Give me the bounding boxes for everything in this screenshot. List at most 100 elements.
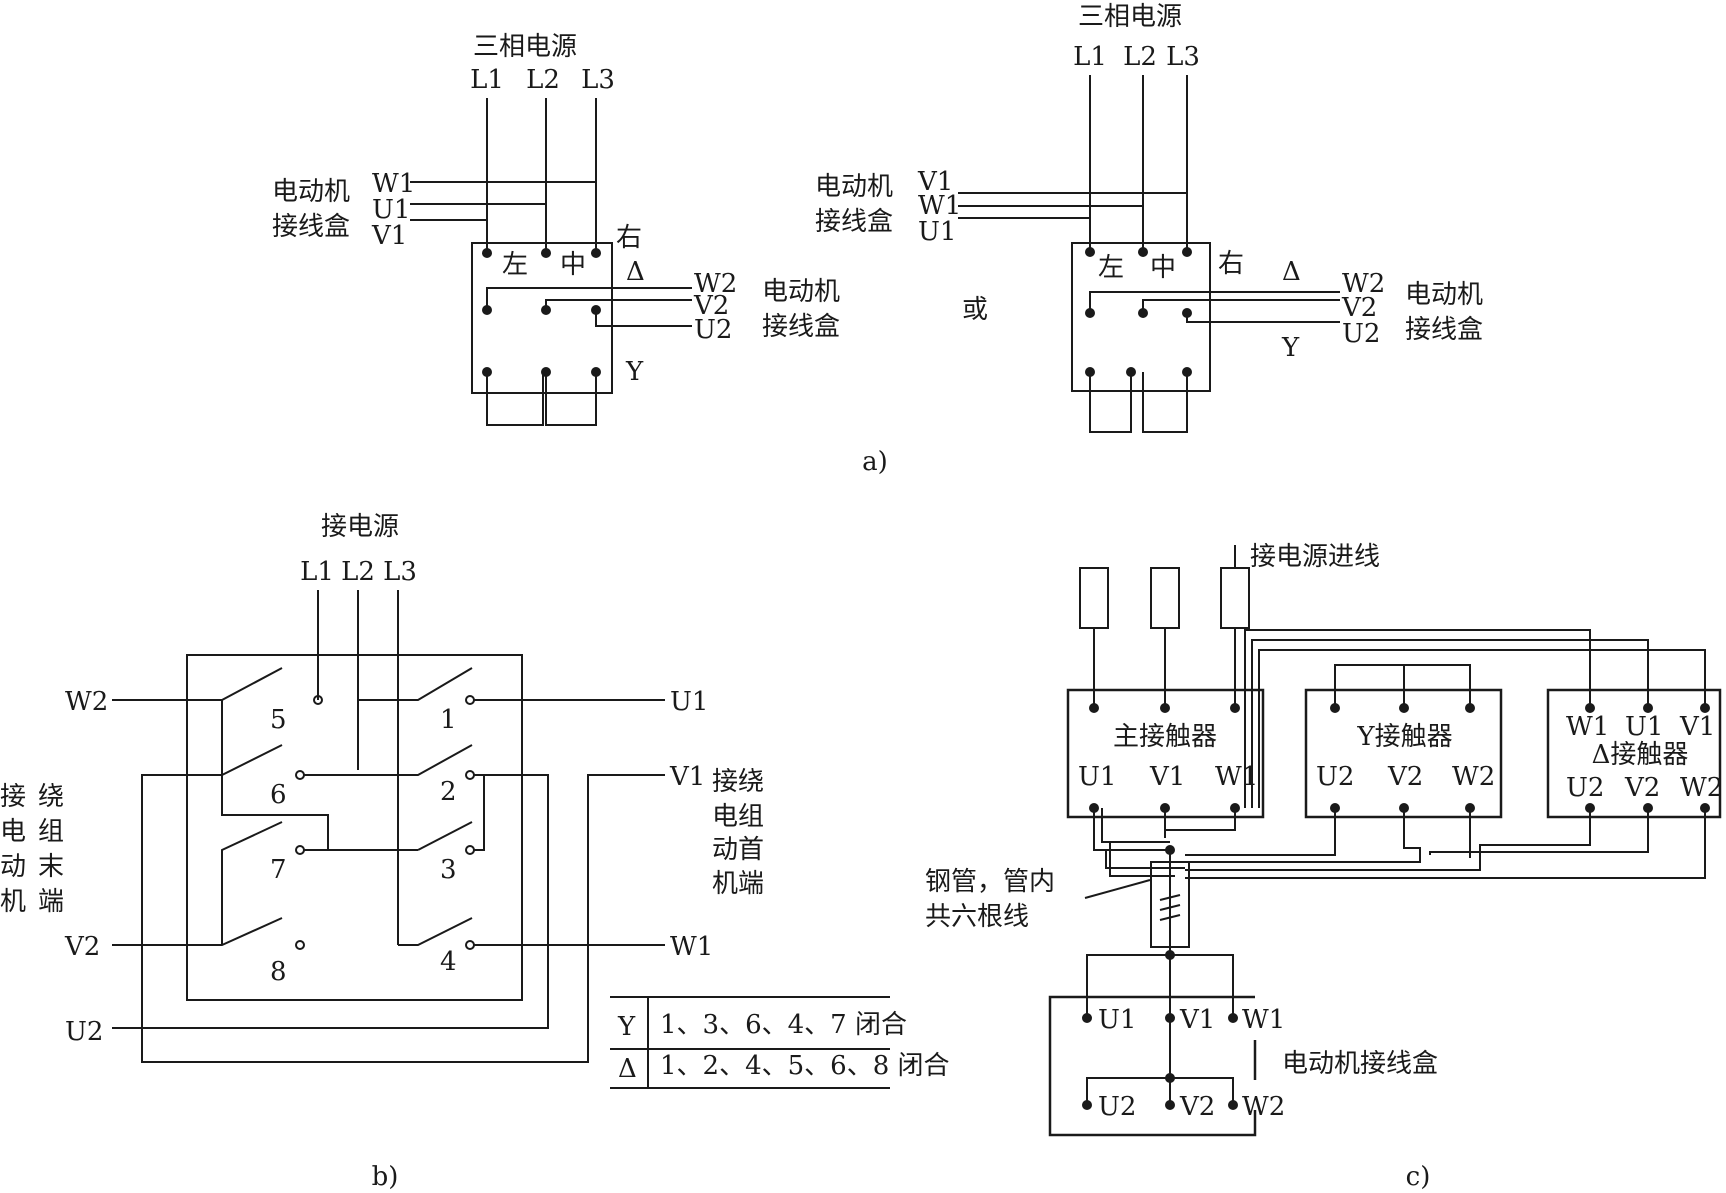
out-label-line1: 电动机 xyxy=(762,277,840,307)
box-label-line1: 电动机 xyxy=(272,177,350,207)
term-v2: V2 xyxy=(64,932,100,962)
phase-l1: L1 xyxy=(1073,42,1107,72)
delta-term-u1: U1 xyxy=(1625,712,1663,742)
v1-loop xyxy=(141,774,665,1063)
or-text: 或 xyxy=(962,295,988,325)
main-term-v1: V1 xyxy=(1149,762,1185,792)
delta-term-w1: W1 xyxy=(1566,712,1609,742)
svg-text:组: 组 xyxy=(38,817,64,847)
box-label-line2: 接线盒 xyxy=(272,212,350,242)
phase-l3: L3 xyxy=(1166,42,1200,72)
panel-c-dots xyxy=(1082,703,1710,1110)
out-term-w2: W2 xyxy=(1342,269,1385,299)
term-u1: U1 xyxy=(670,687,708,717)
term-v1: V1 xyxy=(669,762,705,792)
table-row-star-text: 1、3、6、4、7 闭合 xyxy=(660,1010,907,1040)
delta-term-v1: V1 xyxy=(1679,712,1715,742)
in-term-u1: U1 xyxy=(918,217,956,247)
motor-term-v2: V2 xyxy=(1179,1092,1215,1122)
motor-term-v1: V1 xyxy=(1179,1005,1215,1035)
phase-l2: L2 xyxy=(526,65,560,95)
svg-text:末: 末 xyxy=(38,852,64,882)
out-label-line2: 接线盒 xyxy=(762,312,840,342)
motor-term-w2: W2 xyxy=(1242,1092,1285,1122)
panel-a-left: 三相电源 L1 L2 L3 电动机 接线盒 W1 U1 V1 左 中 右 Δ Y… xyxy=(272,32,840,426)
out-term-v2: V2 xyxy=(1341,293,1377,323)
phase-l1: L1 xyxy=(300,557,334,587)
terminal-dots xyxy=(482,248,601,377)
svg-text:绕: 绕 xyxy=(38,782,64,812)
pos-right: 右 xyxy=(616,223,642,253)
table-row-delta-symbol: Δ xyxy=(618,1054,637,1084)
pipe-leader xyxy=(1084,879,1151,899)
delta-term-u2: U2 xyxy=(1566,773,1604,803)
switch-6: 6 xyxy=(270,780,287,810)
switch-7: 7 xyxy=(270,855,287,885)
star-term-v2: V2 xyxy=(1387,762,1423,792)
svg-text:电组: 电组 xyxy=(712,802,764,832)
switch-3: 3 xyxy=(440,855,457,885)
svg-text:动: 动 xyxy=(0,852,26,882)
delta-symbol: Δ xyxy=(626,257,645,287)
out-term-w2: W2 xyxy=(694,269,737,299)
term-w2: W2 xyxy=(65,687,108,717)
caption-a: a) xyxy=(862,447,888,477)
right-vertical-label: 接绕 电组 动首 机端 xyxy=(712,767,764,899)
phase-wires xyxy=(486,98,597,253)
in-term-u1: U1 xyxy=(372,195,410,225)
star-symbol: Y xyxy=(1281,333,1300,363)
main-term-u1: U1 xyxy=(1078,762,1116,792)
pipe-label-line2: 共六根线 xyxy=(925,902,1029,932)
star-bridge xyxy=(1334,664,1471,708)
box-label-line1: 电动机 xyxy=(815,172,893,202)
table-row-star-symbol: Y xyxy=(617,1012,636,1042)
supply-label: 三相电源 xyxy=(473,32,577,62)
caption-c: c) xyxy=(1406,1162,1431,1192)
delta-contactor-title: Δ接触器 xyxy=(1592,740,1689,770)
right-switches xyxy=(358,667,665,950)
supply-label: 接电源 xyxy=(321,512,399,542)
out-term-u2: U2 xyxy=(1342,319,1380,349)
motor-out-wires xyxy=(486,287,692,327)
star-term-w2: W2 xyxy=(1452,762,1495,792)
pos-left: 左 xyxy=(502,250,528,280)
supply-label: 三相电源 xyxy=(1078,2,1182,32)
panel-c: 接电源进线 主接触器 U1 V1 W1 Y接触器 U2 V2 W2 W1 U1 … xyxy=(925,542,1723,1192)
panel-a-right: 三相电源 L1 L2 L3 电动机 接线盒 V1 W1 U1 左 中 右 Δ Y… xyxy=(815,2,1483,433)
delta-contactor xyxy=(1546,688,1722,819)
motor-box-label: 电动机接线盒 xyxy=(1282,1049,1438,1079)
phase-l3: L3 xyxy=(383,557,417,587)
table-row-delta-text: 1、2、4、5、6、8 闭合 xyxy=(660,1051,950,1081)
motor-term-u2: U2 xyxy=(1098,1092,1136,1122)
delta-top-cables xyxy=(1244,629,1706,808)
svg-text:接: 接 xyxy=(0,782,26,812)
out-label-line2: 接线盒 xyxy=(1405,315,1483,345)
switch-2: 2 xyxy=(440,777,457,807)
main-contactor-title: 主接触器 xyxy=(1113,722,1217,752)
phase-wires xyxy=(317,590,399,945)
out-term-v2: V2 xyxy=(693,291,729,321)
pos-mid: 中 xyxy=(1150,253,1176,283)
term-u2: U2 xyxy=(65,1017,103,1047)
supply-label: 接电源进线 xyxy=(1250,542,1380,572)
star-jumpers xyxy=(486,372,597,426)
svg-text:电: 电 xyxy=(0,817,26,847)
phase-wires xyxy=(1089,75,1188,252)
left-switches xyxy=(112,667,418,950)
switch-4: 4 xyxy=(440,947,457,977)
switch-8: 8 xyxy=(270,957,287,987)
in-term-w1: W1 xyxy=(372,169,415,199)
star-contactor-title: Y接触器 xyxy=(1356,722,1452,752)
u2-loop xyxy=(112,774,549,1029)
left-vertical-label: 接绕 电组 动末 机端 xyxy=(0,782,64,917)
phase-l2: L2 xyxy=(1123,42,1157,72)
six-wire-mark xyxy=(1159,894,1181,921)
switch-1: 1 xyxy=(440,705,457,735)
motor-term-u1: U1 xyxy=(1098,1005,1136,1035)
terminal-box xyxy=(1071,242,1211,392)
svg-text:端: 端 xyxy=(38,887,64,917)
motor-top-feed xyxy=(1086,954,1234,1018)
svg-text:机: 机 xyxy=(0,887,26,917)
switch-frame xyxy=(186,654,523,1001)
